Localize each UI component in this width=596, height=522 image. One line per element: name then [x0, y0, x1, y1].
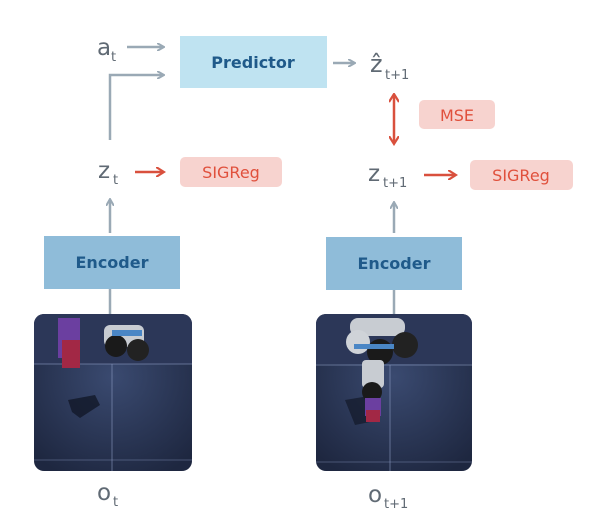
encoder-left-box: Encoder [44, 236, 180, 289]
svg-text:t+1: t+1 [385, 68, 409, 83]
predicted-next-embedding-label: ẑ t+1 [370, 50, 409, 83]
svg-text:t: t [111, 50, 116, 65]
action-label: a t [97, 35, 116, 65]
sigreg-right-box: SIGReg [470, 160, 573, 190]
svg-text:o: o [368, 482, 382, 508]
predictor-label: Predictor [211, 53, 295, 72]
svg-text:a: a [97, 35, 111, 61]
sigreg-left-box: SIGReg [180, 157, 282, 187]
svg-text:o: o [97, 480, 111, 506]
svg-text:t+1: t+1 [384, 497, 408, 512]
embedding-next-label: z t+1 [368, 161, 407, 191]
sigreg-left-label: SIGReg [202, 163, 260, 182]
embedding-t-label: z t [98, 158, 118, 188]
svg-text:t: t [113, 495, 118, 510]
observation-next-image [316, 314, 472, 471]
mse-loss-box: MSE [419, 100, 495, 129]
svg-text:t: t [113, 173, 118, 188]
embedding-to-predictor-arrow [108, 75, 163, 140]
svg-text:ẑ: ẑ [370, 50, 383, 78]
svg-text:z: z [368, 161, 380, 187]
mse-label: MSE [440, 106, 474, 125]
encoder-right-box: Encoder [326, 237, 462, 290]
observation-t-label: o t [97, 480, 118, 510]
encoder-right-label: Encoder [358, 254, 431, 273]
svg-text:t+1: t+1 [383, 176, 407, 191]
svg-text:z: z [98, 158, 110, 184]
sigreg-right-label: SIGReg [492, 166, 550, 185]
predictor-box: Predictor [180, 36, 327, 88]
encoder-left-label: Encoder [76, 253, 149, 272]
observation-t-image [34, 314, 192, 471]
observation-next-label: o t+1 [368, 482, 408, 512]
